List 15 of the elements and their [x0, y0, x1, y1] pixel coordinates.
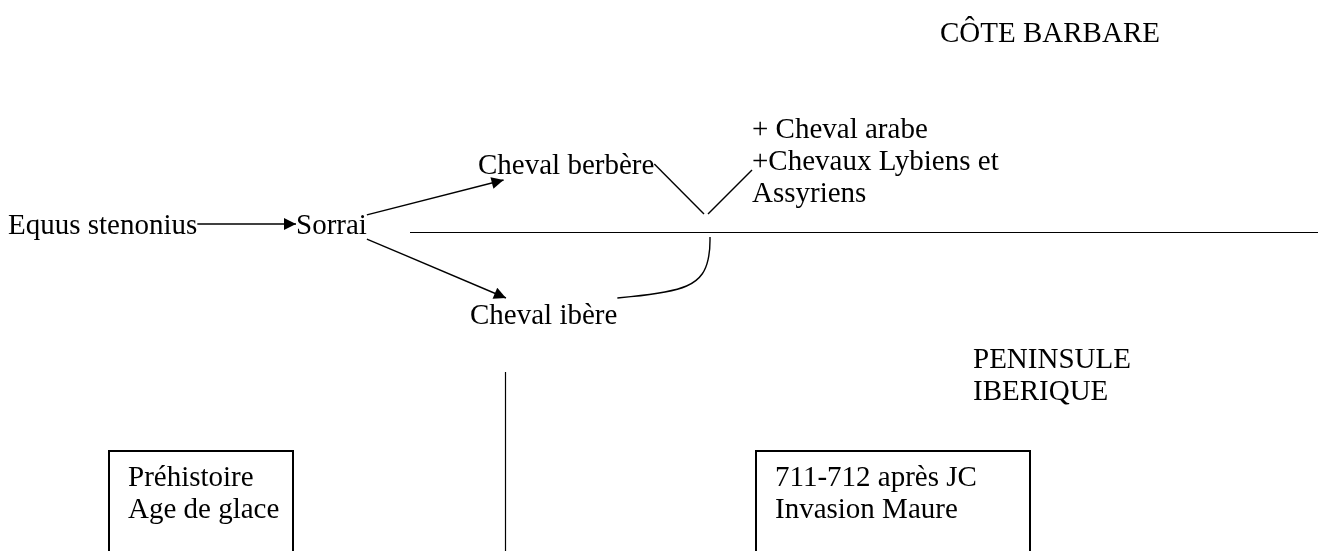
- connector-line: [707, 169, 753, 215]
- breed-label: + Cheval arabe +Chevaux Lybiens et Assyriens: [752, 112, 1032, 208]
- period-box: Préhistoire Age de glace: [108, 450, 294, 551]
- arrow: [366, 238, 507, 299]
- region-label: CÔTE BARBARE: [940, 16, 1160, 48]
- connector-line: [616, 236, 711, 299]
- arrow: [366, 177, 505, 216]
- breed-label: Cheval ibère: [470, 298, 618, 330]
- period-box: 711-712 après JC Invasion Maure: [755, 450, 1031, 551]
- arrow: [196, 218, 297, 230]
- connector-line: [653, 163, 705, 215]
- breed-label: Sorrai: [296, 208, 367, 240]
- breed-label: Equus stenonius: [8, 208, 198, 240]
- breed-label: Cheval berbère: [478, 148, 655, 180]
- region-label: PENINSULE IBERIQUE: [973, 342, 1132, 406]
